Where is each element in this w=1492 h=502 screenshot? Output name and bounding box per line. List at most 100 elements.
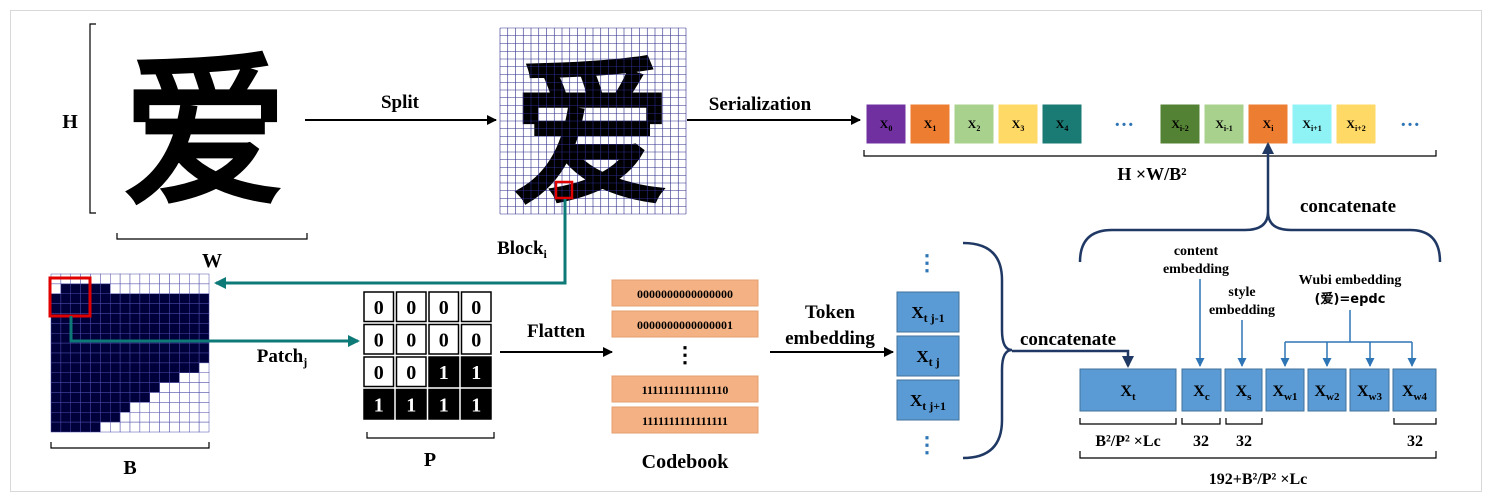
- sequence-cell-main: X: [1215, 117, 1224, 131]
- embedding-label-subscript: w4: [1414, 391, 1428, 403]
- block-pixel: [149, 313, 160, 324]
- block-pixel: [129, 352, 141, 364]
- xs-dim-bracket: [1225, 418, 1263, 425]
- patch-cell: [395, 291, 427, 323]
- block-pixel: [129, 342, 141, 354]
- block-pixel: [90, 293, 101, 304]
- block-label-text: Block: [497, 238, 544, 259]
- block-pixel: [90, 313, 101, 324]
- block-pixel: [119, 293, 131, 304]
- xc-dim-label: 32: [1193, 433, 1209, 450]
- embedding-box: [1307, 368, 1347, 412]
- block-pixel: [100, 382, 111, 393]
- codebook-label: Codebook: [642, 451, 730, 473]
- block-pixel: [60, 412, 72, 423]
- xw4-dim-label: 32: [1407, 433, 1423, 450]
- block-pixel: [60, 382, 72, 393]
- block-pixel: [110, 283, 121, 295]
- block-pixel: [60, 421, 72, 433]
- sequence-cell-main: X: [880, 117, 889, 131]
- embedding-label-subscript: t: [1132, 391, 1136, 403]
- block-pixel: [70, 342, 81, 354]
- block-pixel: [129, 323, 141, 334]
- block-pixel: [50, 293, 62, 304]
- block-pixel: [159, 323, 170, 334]
- block-pixel: [169, 313, 180, 324]
- token-vdots-bottom: ⋮: [916, 432, 938, 457]
- token-label: Xt j-1: [911, 303, 944, 325]
- embedding-row-brace: [1078, 211, 1442, 263]
- embedding-box: [1349, 368, 1390, 412]
- block-pixel: [100, 362, 111, 374]
- block-pixel: [100, 313, 111, 324]
- patch-cell: [395, 356, 427, 388]
- block-pixel: [149, 323, 160, 334]
- patch-cell-value: 1: [439, 394, 449, 416]
- sequence-cell-main: X: [1012, 117, 1021, 131]
- patch-cell: [395, 323, 427, 355]
- wubi-embedding-label-1: Wubi embedding: [1299, 273, 1402, 288]
- block-label-subscript: i: [544, 247, 548, 261]
- block-pixel: [70, 392, 81, 403]
- style-embedding-label-1: style: [1228, 285, 1255, 300]
- block-pixel: [80, 342, 91, 354]
- sequence-cell-label: Xi-2: [1171, 117, 1189, 133]
- block-pixel: [129, 313, 141, 324]
- block-pixel: [129, 283, 141, 295]
- block-pixel: [90, 342, 101, 354]
- embedding-label-main: X: [1314, 383, 1326, 400]
- codebook-entry-text: 1111111111111111: [642, 414, 728, 428]
- style-embedding-label-2: embedding: [1209, 303, 1275, 318]
- block-pixel: [119, 303, 131, 314]
- token-label: Xt j: [916, 347, 939, 369]
- block-pixel: [70, 283, 81, 295]
- b-bracket: [50, 442, 210, 449]
- embedding-label-main: X: [1120, 383, 1132, 400]
- block-pixel: [129, 412, 141, 423]
- block-pixel: [129, 303, 141, 314]
- block-pixel: [198, 412, 210, 423]
- block-pixel: [139, 293, 151, 304]
- block-pixel: [169, 303, 180, 314]
- block-pixel: [80, 412, 91, 423]
- block-pixel: [179, 392, 190, 403]
- block-pixel: [90, 412, 101, 423]
- embedding-label-subscript: w1: [1284, 391, 1297, 403]
- concatenate-mid-arrow: [1012, 349, 1134, 368]
- patch-cell: [395, 388, 427, 420]
- patch-label: Patchj: [257, 346, 307, 369]
- sequence-cell-main: X: [1263, 117, 1272, 131]
- block-pixel: [50, 412, 62, 423]
- block-pixel: [80, 323, 91, 334]
- block-pixel: [100, 402, 111, 413]
- block-pixel: [179, 323, 190, 334]
- block-pixel: [119, 313, 131, 324]
- sequence-cell: [953, 103, 995, 145]
- codebook-entry: [611, 406, 759, 434]
- patch-cell-value: 0: [406, 362, 416, 384]
- patch-cell: [460, 388, 492, 420]
- block-pixel: [70, 382, 81, 393]
- block-pixel: [119, 342, 131, 354]
- patch-cell-value: 0: [439, 329, 449, 351]
- block-pixel: [189, 382, 200, 393]
- sequence-cell-subscript: i-1: [1224, 124, 1233, 133]
- block-pixel: [139, 303, 151, 314]
- height-label: H: [62, 111, 78, 133]
- block-pixel: [159, 293, 170, 304]
- sequence-cell-subscript: 3: [1020, 124, 1024, 133]
- block-pixel: [139, 392, 151, 403]
- block-pixel: [110, 412, 121, 423]
- block-pixel: [179, 273, 190, 285]
- block-pixel: [100, 342, 111, 354]
- block-pixel: [179, 303, 190, 314]
- sequence-cell-label: Xi+2: [1346, 117, 1365, 133]
- block-pixel: [189, 323, 200, 334]
- patch-cell-value: 1: [406, 394, 416, 416]
- xt-dim-label: B²/P² ×Lc: [1095, 433, 1160, 450]
- embedding-label-main: X: [1272, 383, 1284, 400]
- block-pixel: [198, 342, 210, 354]
- block-pixel: [80, 421, 91, 433]
- block-pixel: [149, 421, 160, 433]
- block-pixel: [60, 402, 72, 413]
